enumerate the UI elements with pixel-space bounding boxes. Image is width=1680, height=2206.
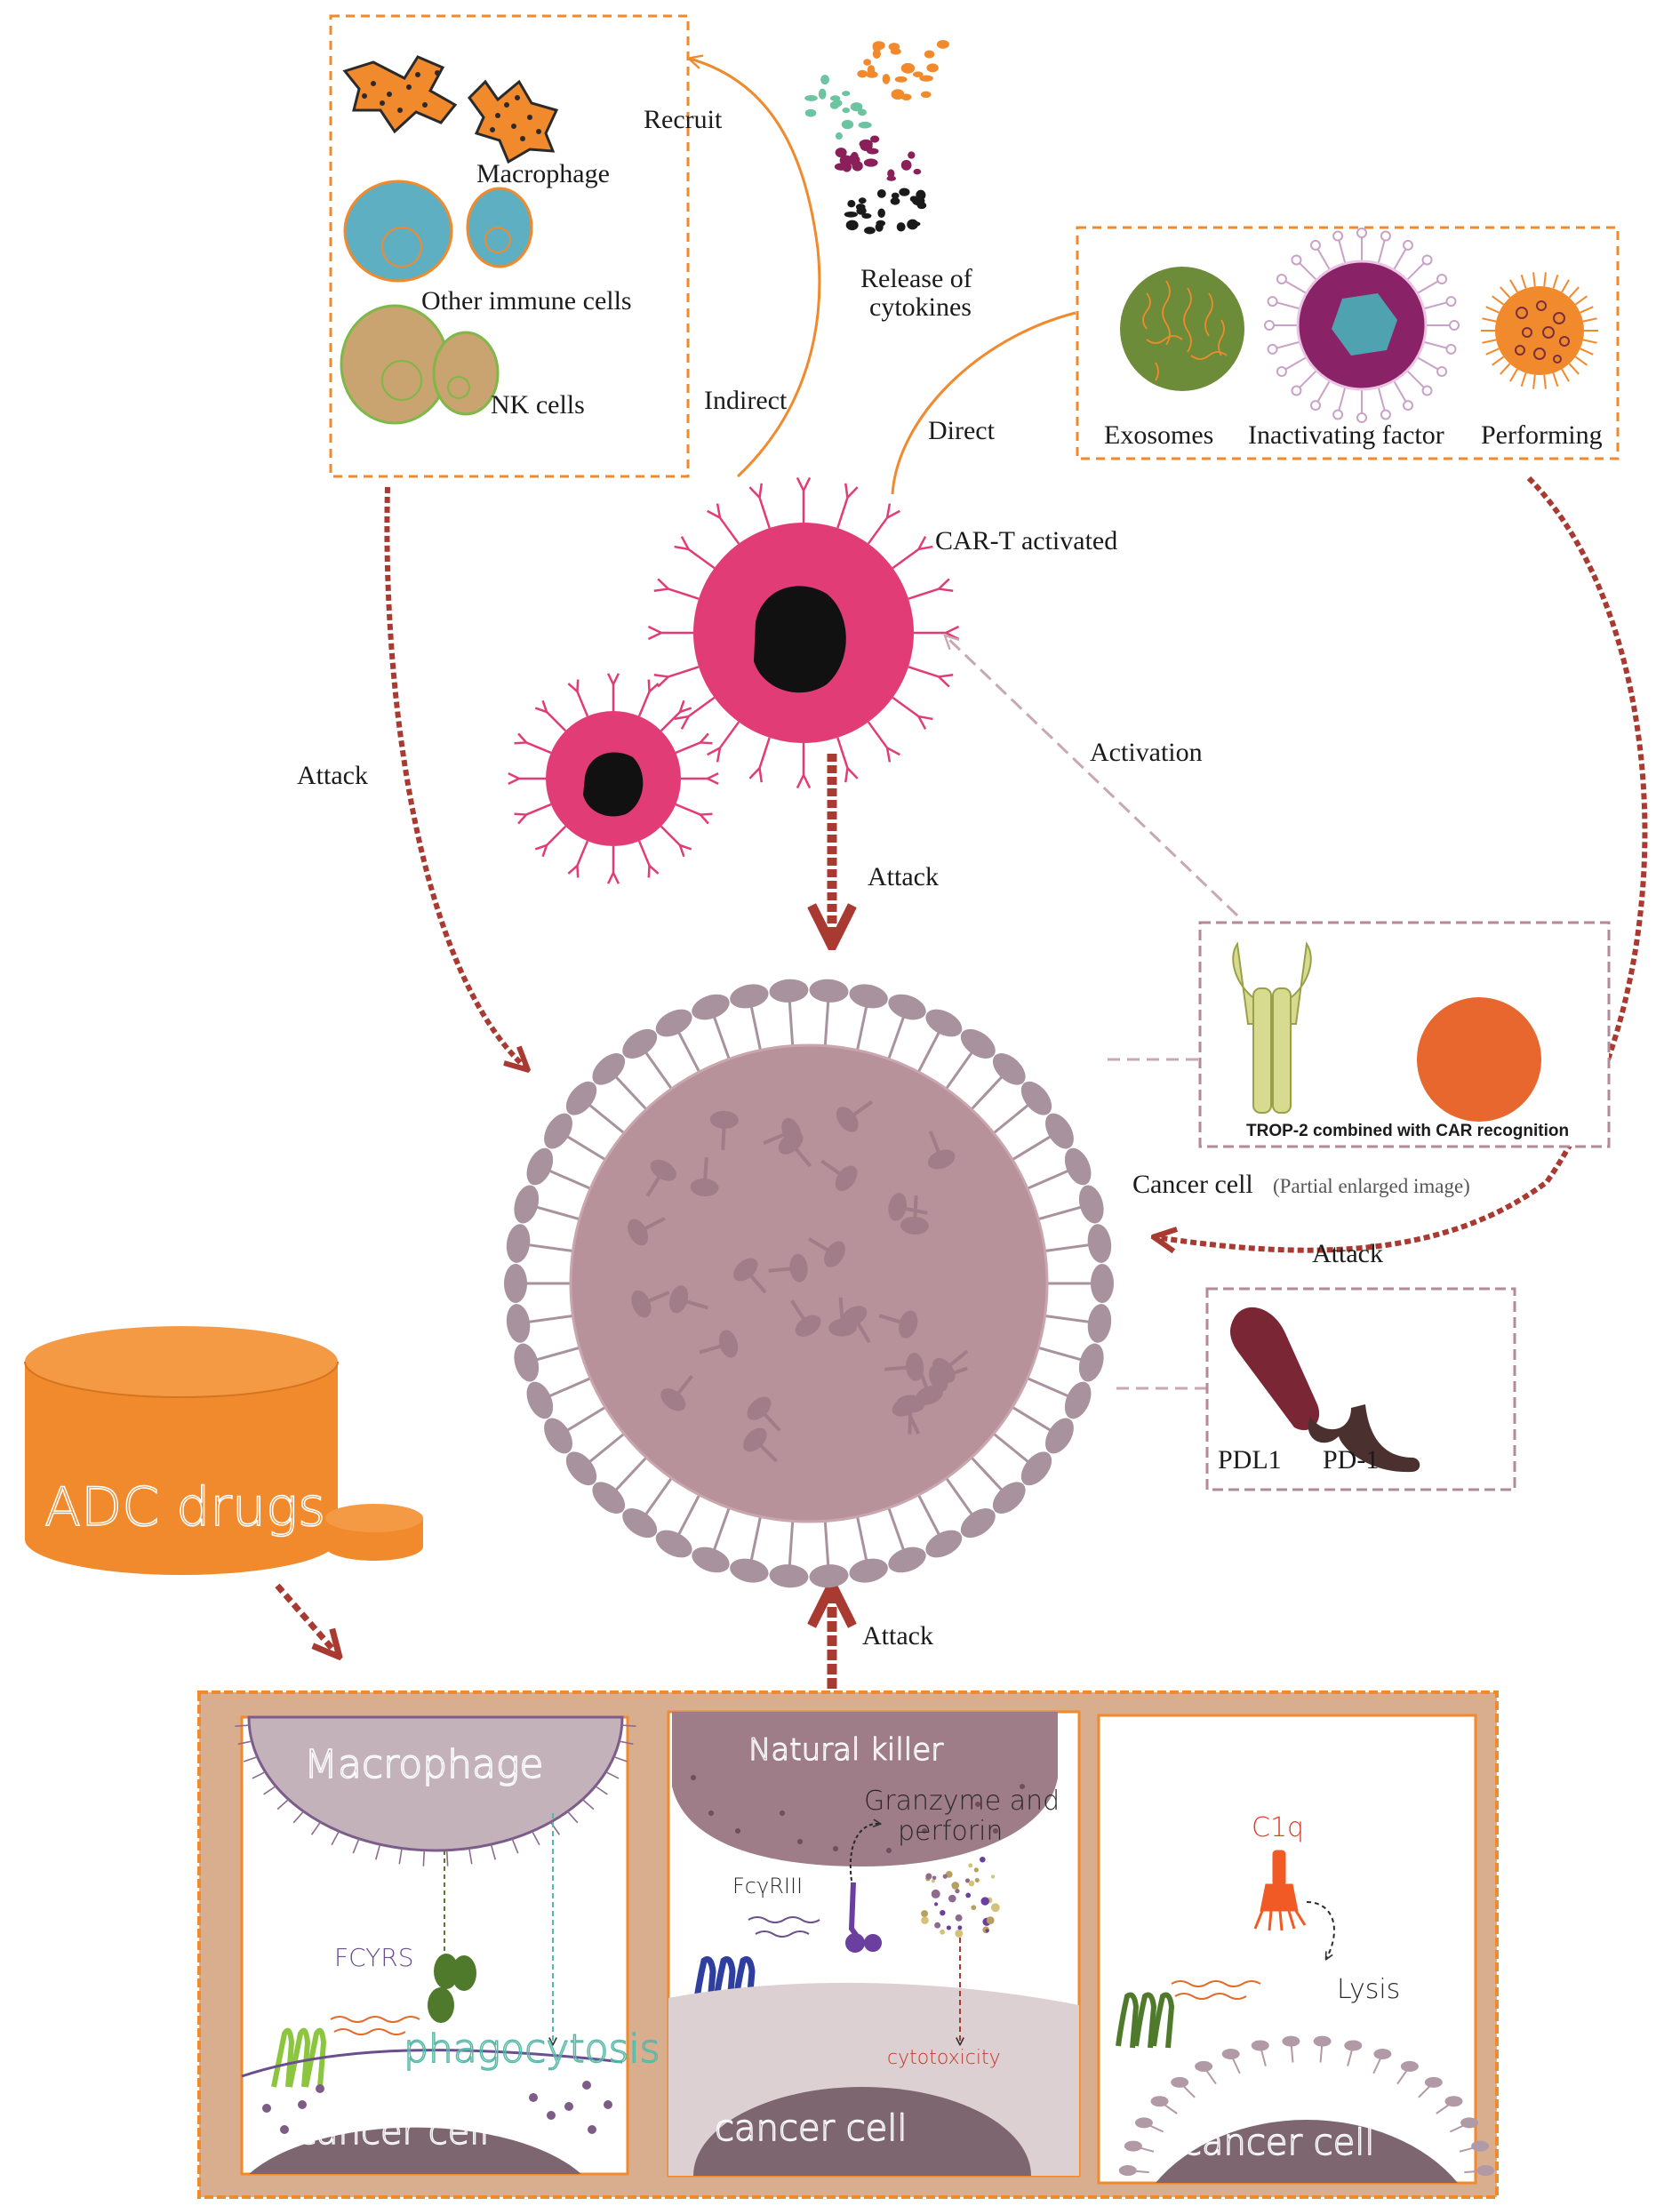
debris-dots-left (262, 2081, 612, 2134)
label-macrophage: Macrophage (476, 159, 610, 188)
label-other-immune-cells: Other immune cells (421, 286, 632, 316)
panel-middle-process: cytotoxicity (887, 2047, 1001, 2069)
label-performing: Performing (1481, 420, 1603, 450)
adc-arrow (275, 1583, 338, 1655)
adc-drugs-container: ADC drugs (24, 1326, 423, 1575)
activation-arrow (946, 636, 1239, 917)
label-nk-cells: NK cells (491, 390, 585, 420)
label-adc-drugs: ADC drugs (44, 1476, 325, 1539)
label-attack-center: Attack (868, 862, 939, 891)
cytokine-particles (804, 39, 949, 235)
direct-factors-box: Exosomes Inactivating factor Performing (1076, 226, 1620, 460)
label-attack-left: Attack (297, 761, 368, 790)
label-pdl1: PDL1 (1218, 1445, 1282, 1475)
panel-left-receptor: FCYRS (334, 1943, 414, 1972)
nk-cells (340, 304, 500, 425)
antibody-green (428, 1954, 476, 2023)
panel-middle-title: Natural killer (748, 1732, 943, 1768)
nk-receptor-purple (845, 1882, 882, 1953)
car-t-small (508, 673, 719, 884)
granzyme-dots (921, 1856, 1000, 1938)
panel-right-factor: C1q (1252, 1812, 1304, 1843)
immune-cells-box: Macrophage Other immune cells NK cells (329, 14, 690, 478)
label-indirect: Indirect (704, 386, 788, 415)
label-recruit: Recruit (644, 105, 723, 134)
mechanism-panels: Macrophage FCYRS phagocytosis cancer cel… (197, 1690, 1499, 2199)
label-activation: Activation (1090, 738, 1203, 767)
label-attack-right: Attack (1312, 1239, 1383, 1268)
pdl1-box: PDL1 PD-1 (1205, 1287, 1516, 1491)
panel-middle-effector-1: Granzyme and (864, 1786, 1060, 1817)
other-immune-cells (343, 180, 533, 283)
panel-cdc: C1q Lysis cancer cell (1097, 1714, 1495, 2185)
label-attack-bottom: Attack (862, 1621, 933, 1651)
pd1-molecule (1308, 1404, 1420, 1473)
panel-middle-target: cancer cell (715, 2108, 907, 2149)
label-cytokines: cytokines (869, 292, 972, 322)
panel-left-title: Macrophage (304, 1742, 543, 1787)
label-trop2-caption: TROP-2 combined with CAR recognition (1246, 1122, 1569, 1140)
label-pd1: PD-1 (1323, 1445, 1379, 1475)
panel-right-target: cancer cell (1182, 2122, 1374, 2163)
cancer-cell (504, 979, 1114, 1588)
direct-curve (891, 311, 1076, 495)
cdc-membrane-receptors (1118, 2035, 1495, 2177)
c1q-complex (1253, 1850, 1307, 1931)
panel-middle-effector-2: perforin (898, 1816, 1003, 1847)
panel-right-process: Lysis (1337, 1974, 1400, 2005)
label-inactivating-factor: Inactivating factor (1248, 420, 1444, 450)
car-t-large (647, 476, 960, 789)
car-t-large-receptors (647, 476, 960, 789)
panel-left-process: phagocytosis (404, 2026, 660, 2072)
car-t-cells (508, 476, 960, 884)
exosome (1120, 267, 1244, 391)
pdl1-molecule (1230, 1307, 1320, 1431)
inactivating-factor-spikes (1264, 228, 1460, 423)
attack-arrow-right (1156, 476, 1648, 1251)
panel-left-target: cancer cell (297, 2112, 489, 2153)
fc-receptor-green (271, 2027, 327, 2088)
fc-receptor-green-right (1116, 1992, 1175, 2049)
label-cancer-cell: Cancer cell (1132, 1170, 1253, 1199)
panel-middle-receptor: FcγRIII (732, 1874, 803, 1898)
inactivating-factor (1264, 228, 1460, 423)
car-antibody (1232, 941, 1312, 1114)
panel-adcc: Natural killer Granzyme and perforin Fcγ… (667, 1710, 1081, 2178)
trop2-box: TROP-2 combined with CAR recognition (1198, 921, 1611, 1148)
performing-spikes (1481, 272, 1598, 389)
cancer-cell-surface-receptors (504, 979, 1114, 1588)
performing-cell (1481, 272, 1598, 389)
cancer-cell-inner-receptors (628, 1100, 969, 1463)
indirect-recruit-arrow (690, 59, 821, 478)
car-t-small-receptors (508, 673, 719, 884)
label-partial-enlarged: (Partial enlarged image) (1273, 1175, 1470, 1197)
label-exosomes: Exosomes (1104, 420, 1213, 450)
attack-arrow-left (384, 486, 526, 1068)
label-release-of: Release of (860, 264, 972, 293)
macrophage-cilia (235, 1724, 636, 1866)
trop2-antigen (1417, 997, 1541, 1122)
macrophage-cells (342, 55, 559, 164)
label-direct: Direct (928, 416, 996, 445)
nk-granules (691, 1775, 1025, 1853)
panel-adcp: Macrophage FCYRS phagocytosis cancer cel… (235, 1715, 660, 2176)
label-car-t-activated: CAR-T activated (935, 526, 1117, 555)
